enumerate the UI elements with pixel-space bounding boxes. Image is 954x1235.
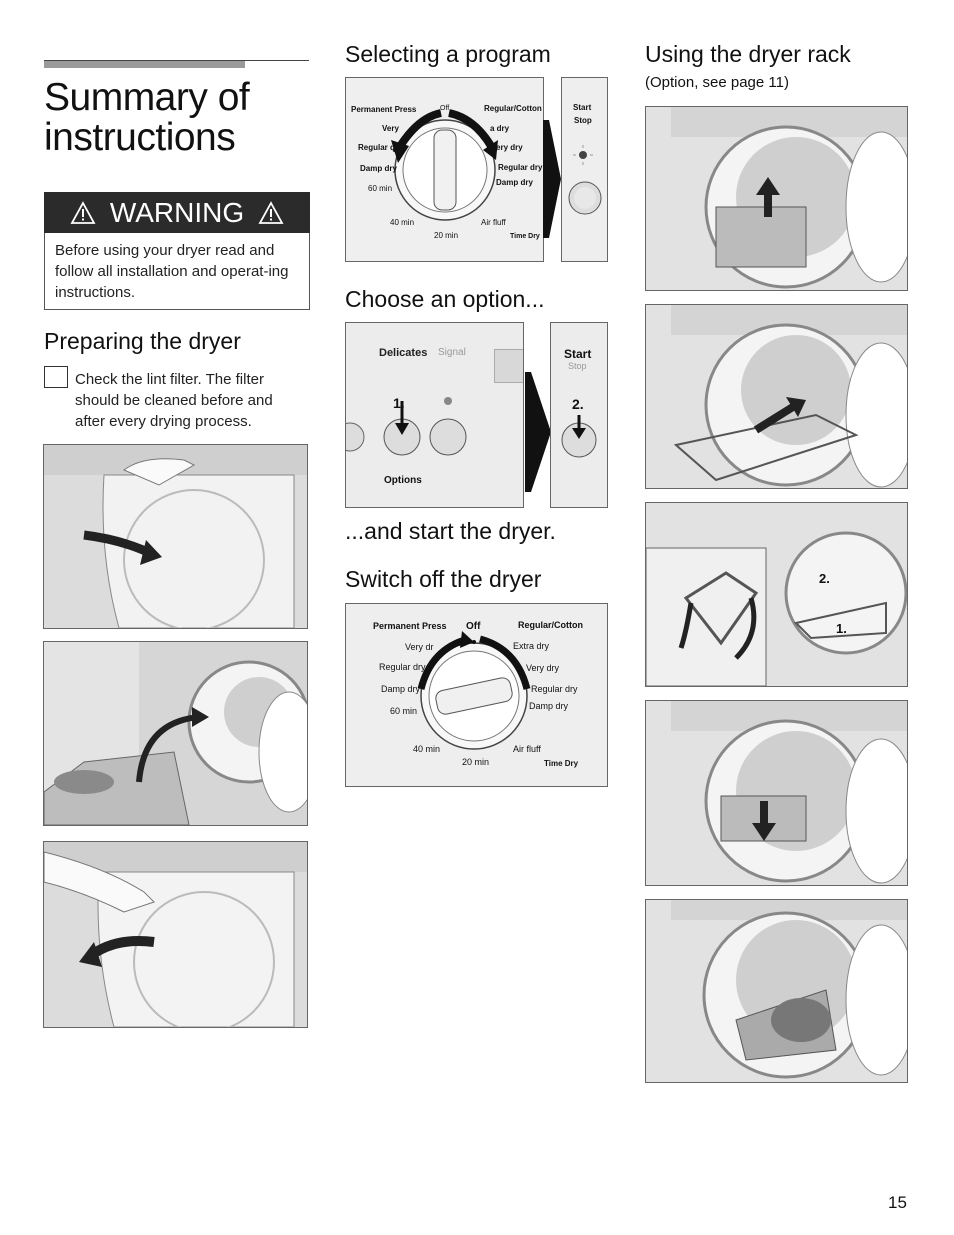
dial-label: Permanent Press <box>351 105 417 114</box>
delicates-label: Delicates <box>379 347 428 359</box>
checkbox[interactable] <box>44 366 68 388</box>
warning-header: WARNING <box>44 192 310 233</box>
figure-remove-filter <box>43 641 308 826</box>
figure-rack-5 <box>645 899 908 1083</box>
arrow-right-icon <box>543 120 561 238</box>
dial-label: a dry <box>490 124 510 133</box>
preparing-text: Check the lint filter. The filter should… <box>75 371 273 430</box>
figure-rack-4 <box>645 700 908 886</box>
dial-label: Very dr <box>405 642 434 652</box>
option-panel: Delicates Signal 1. Options <box>345 322 524 508</box>
dial-label: Time Dry <box>544 759 579 768</box>
arrow-right-icon <box>525 372 551 492</box>
dial-label: Regular/Cotton <box>518 620 583 630</box>
rack-step-1-label: 1. <box>836 621 847 636</box>
dial-label: Air fluff <box>513 744 541 754</box>
start-label: Start <box>564 347 592 361</box>
preparing-heading: Preparing the dryer <box>44 328 241 354</box>
dial-label-off: Off <box>466 621 481 632</box>
dial-label: Extra dry <box>513 641 550 651</box>
program-dial-panel: Permanent Press Off Regular/Cotton Very … <box>345 77 544 262</box>
dial-label: 60 min <box>368 184 393 193</box>
dial-label: Time Dry <box>510 233 540 240</box>
dial-label: 20 min <box>434 231 459 240</box>
dial-label: Regular d <box>358 143 395 152</box>
dial-label: 60 min <box>390 706 418 716</box>
stop-label: Stop <box>574 116 592 125</box>
switch-off-heading: Switch off the dryer <box>345 566 542 592</box>
dial-label: ery dry <box>496 143 523 152</box>
figure-rack-1 <box>645 106 908 291</box>
dial-label: Regular dry <box>379 662 426 672</box>
switch-off-dial-panel: Permanent Press Off Regular/Cotton Very … <box>345 603 608 787</box>
figure-rack-2 <box>645 304 908 489</box>
dial-label-off: Off <box>440 105 450 112</box>
warning-text: Before using your dryer read and follow … <box>44 233 310 310</box>
options-label: Options <box>384 475 422 486</box>
dial-label: Very dry <box>526 663 560 673</box>
header-rule <box>44 60 309 61</box>
start-button-panel: Start Stop <box>561 77 608 262</box>
stop-label: Stop <box>568 361 587 371</box>
dial-label: Damp dry <box>529 701 569 711</box>
warning-label: WARNING <box>109 196 245 228</box>
selecting-heading: Selecting a program <box>345 41 551 67</box>
step-1-label: 1. <box>393 395 405 411</box>
start-label: Start <box>573 103 592 112</box>
dial-label: Very <box>382 124 399 133</box>
rack-subheading: (Option, see page 11) <box>645 74 789 91</box>
step-2-label: 2. <box>572 396 584 412</box>
dial-label: Regular dry <box>531 684 578 694</box>
rack-step-2-label: 2. <box>819 571 830 586</box>
dial-label: Damp dry <box>360 164 397 173</box>
figure-close-door <box>43 841 308 1028</box>
figure-rack-3: 2. 1. <box>645 502 908 687</box>
dial-label: 20 min <box>462 757 490 767</box>
option-heading: Choose an option... <box>345 286 545 312</box>
dial-label: Regular/Cotton <box>484 104 542 113</box>
warning-triangle-icon <box>258 200 284 224</box>
signal-label: Signal <box>438 347 466 358</box>
rack-heading: Using the dryer rack <box>645 41 851 67</box>
start-panel: Start Stop 2. <box>550 322 608 508</box>
dial-label: Damp dry <box>381 684 421 694</box>
dial-label: Air fluff <box>481 218 506 227</box>
dial-label: Regular dry <box>498 163 543 172</box>
dial-label: 40 min <box>413 744 441 754</box>
figure-open-door <box>43 444 308 629</box>
page-number: 15 <box>888 1193 907 1212</box>
page-title: Summary of instructions <box>44 76 250 159</box>
header-bar <box>44 61 245 68</box>
dial-label: 40 min <box>390 218 415 227</box>
warning-triangle-icon <box>70 200 96 224</box>
dial-label: Permanent Press <box>373 621 447 631</box>
dial-label: Damp dry <box>496 178 533 187</box>
display-window <box>494 349 523 383</box>
start-dryer-heading: ...and start the dryer. <box>345 518 556 544</box>
